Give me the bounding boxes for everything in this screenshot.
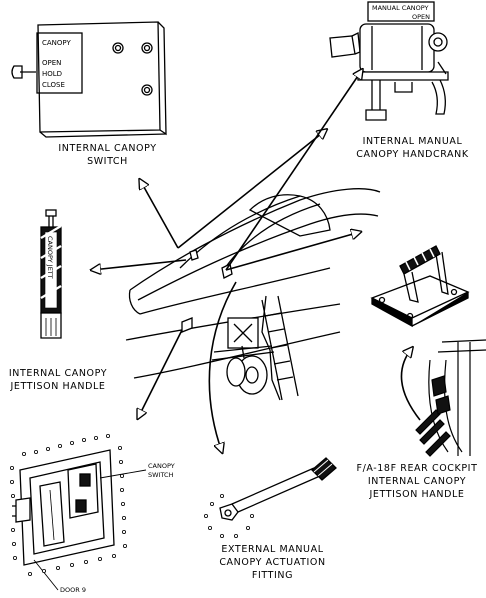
label-line: SWITCH [148,471,174,479]
switch-option-hold: HOLD [42,70,62,78]
caption-line: FITTING [251,570,294,581]
caption-internal-jettison-handle: INTERNAL CANOPY JETTISON HANDLE [4,367,112,393]
caption-line: CANOPY HANDCRANK [356,149,469,160]
caption-line: JETTISON HANDLE [369,489,465,500]
caption-line: INTERNAL CANOPY [367,476,467,487]
rear-jettison-mount [370,245,470,328]
external-fitting-tool [219,457,337,521]
handcrank-placard-line1: MANUAL CANOPY [372,4,429,12]
caption-line: INTERNAL CANOPY [58,143,157,154]
handcrank-placard-line2: OPEN [412,13,430,21]
jettison-handle [40,209,62,339]
caption-line: INTERNAL CANOPY [8,368,108,379]
canopy-switch-panel [11,21,167,138]
caption-internal-manual-handcrank: INTERNAL MANUAL CANOPY HANDCRANK [350,135,475,161]
landing-gear [211,317,275,395]
caption-line: F/A-18F REAR COCKPIT [356,463,478,474]
jettison-handle-label: CANOPY JETT [46,236,54,279]
door-9-label: DOOR 9 [60,586,86,595]
switch-option-open: OPEN [42,59,61,67]
door-9-fasteners [9,433,128,577]
caption-external-actuation-fitting: EXTERNAL MANUAL CANOPY ACTUATION FITTING [210,543,335,582]
door-9-panel [12,449,147,591]
leader-arrows [92,70,421,452]
rear-cockpit-view [415,339,486,457]
boarding-ladder [261,295,299,401]
handcrank-illustration [329,1,449,121]
aircraft-forward-fuselage [125,188,381,379]
switch-panel-title: CANOPY [42,39,71,47]
caption-line: CANOPY ACTUATION [219,557,326,568]
door-canopy-switch-label: CANOPY SWITCH [148,462,175,480]
switch-option-close: CLOSE [42,81,65,89]
label-line: CANOPY [148,462,175,470]
caption-rear-cockpit-jettison: F/A-18F REAR COCKPIT INTERNAL CANOPY JET… [352,462,482,501]
caption-line: JETTISON HANDLE [10,381,106,392]
caption-internal-canopy-switch: INTERNAL CANOPY SWITCH [50,142,165,168]
fitting-dots [203,493,254,539]
caption-line: SWITCH [87,156,128,167]
caption-line: INTERNAL MANUAL [362,136,463,147]
label-line: DOOR 9 [60,586,86,594]
caption-line: EXTERNAL MANUAL [221,544,324,555]
